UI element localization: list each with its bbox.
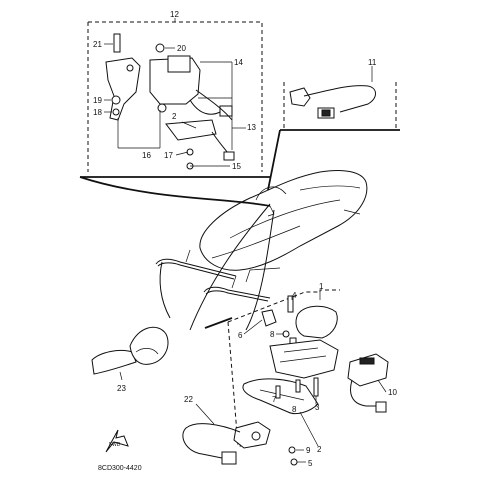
switch-assembly-1	[182, 290, 389, 466]
fwd-arrow: FWD	[105, 429, 129, 453]
label-4: 4	[292, 291, 297, 300]
label-15: 15	[232, 162, 241, 171]
label-3: 3	[315, 403, 320, 412]
label-8a: 8	[270, 330, 275, 339]
fwd-arrow-text: FWD	[109, 442, 121, 448]
part-labels: 12 21 20 14 19 18 2 13 16 17 15 11 1 4 6…	[93, 10, 397, 472]
label-13: 13	[247, 123, 256, 132]
label-21: 21	[93, 40, 102, 49]
leader-lines	[79, 129, 281, 331]
snowmobile-illustration	[155, 169, 368, 302]
label-18: 18	[93, 108, 102, 117]
label-19: 19	[93, 96, 102, 105]
label-20: 20	[177, 44, 186, 53]
label-22: 22	[184, 395, 193, 404]
diagram-code: 8CD300-4420	[98, 465, 142, 472]
inset-box-12	[80, 18, 270, 178]
label-7: 7	[272, 395, 277, 404]
label-12: 12	[170, 10, 179, 19]
inset-box-11	[280, 66, 400, 131]
label-17: 17	[164, 151, 173, 160]
label-5: 5	[308, 459, 313, 468]
label-10: 10	[388, 388, 397, 397]
label-2-inset: 2	[172, 112, 177, 121]
horn-relay-bracket-group	[104, 33, 235, 170]
label-16: 16	[142, 151, 151, 160]
label-11: 11	[368, 58, 377, 67]
label-6: 6	[238, 331, 243, 340]
label-1: 1	[319, 282, 324, 291]
label-2: 2	[317, 445, 322, 454]
label-leaders	[175, 121, 387, 447]
switch-cable-11	[289, 85, 376, 119]
label-8b: 8	[292, 405, 297, 414]
label-14: 14	[234, 58, 243, 67]
label-23: 23	[117, 384, 126, 393]
horn-23	[91, 326, 169, 381]
label-9: 9	[306, 446, 311, 455]
